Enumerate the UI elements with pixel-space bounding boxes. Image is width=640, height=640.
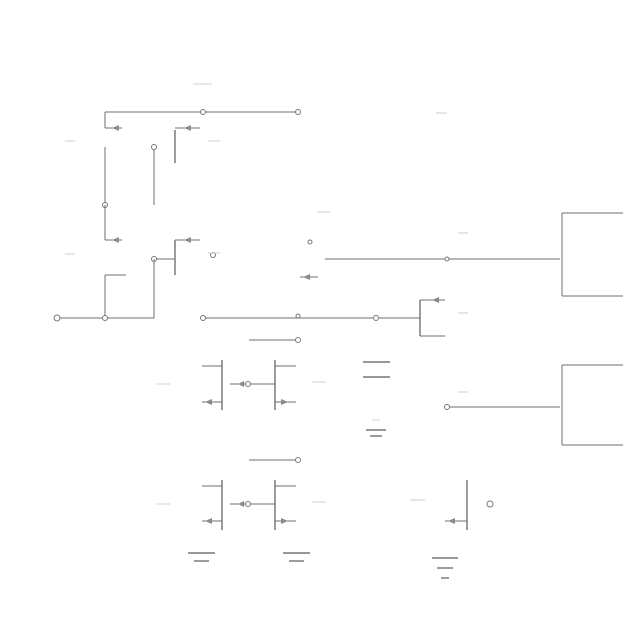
output-line-upper bbox=[300, 211, 560, 280]
mirror-pair-upper bbox=[157, 337, 326, 410]
output-transistor-lower bbox=[410, 480, 494, 530]
input-node bbox=[53, 259, 155, 322]
output-bracket-lower bbox=[561, 364, 623, 446]
ground-symbols bbox=[188, 552, 458, 579]
mirror-pair-lower bbox=[157, 457, 326, 530]
output-line-lower bbox=[444, 391, 560, 410]
middle-transistor-pair bbox=[65, 205, 220, 275]
bias-line bbox=[200, 297, 468, 337]
supply-rail bbox=[104, 83, 447, 128]
capacitor bbox=[363, 361, 390, 437]
upper-transistor-pair bbox=[65, 125, 220, 208]
output-bracket-upper bbox=[561, 212, 623, 297]
